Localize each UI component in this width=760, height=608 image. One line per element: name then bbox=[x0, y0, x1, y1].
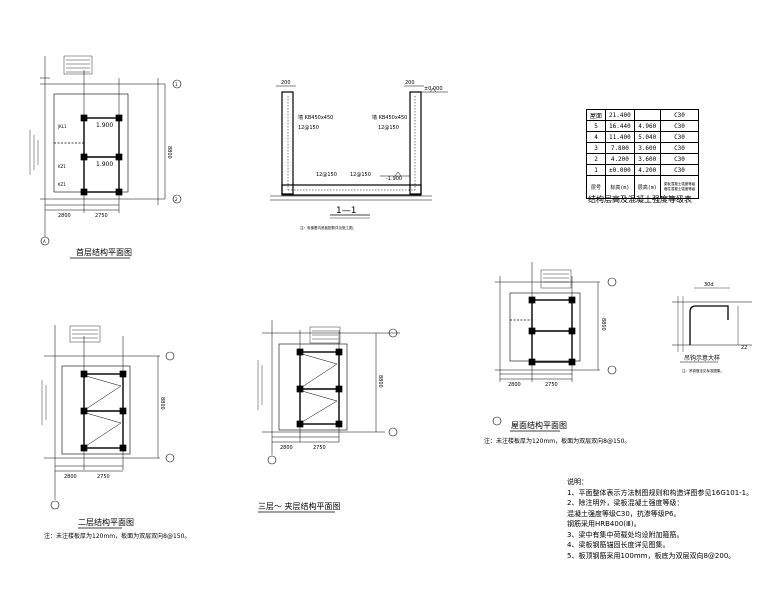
second-floor-plan bbox=[41, 325, 175, 529]
first-plan-label-2: KZ1 bbox=[58, 164, 66, 169]
levels-table-cell: C30 bbox=[659, 120, 700, 132]
note-item: 钢筋采用HRB400(Ⅲ)。 bbox=[567, 520, 641, 528]
levels-table-header-text: 墙柱混凝土强度等级 bbox=[663, 187, 696, 191]
first-plan-level-2: 1.900 bbox=[96, 161, 113, 168]
levels-table-cell: 2 bbox=[585, 153, 607, 165]
note-item: 2、除注明外，梁板混凝土强度等级： bbox=[567, 499, 684, 507]
first-plan-level-1: 1.900 bbox=[96, 122, 113, 129]
levels-table-cell: 4.960 bbox=[633, 120, 661, 132]
levels-table-cell: 3 bbox=[585, 142, 607, 154]
hook-detail bbox=[672, 287, 752, 363]
section-bottom-level: -1.900 bbox=[386, 176, 402, 182]
note-item: 5、板顶钢筋采用100mm，板底为双层双向8@200。 bbox=[567, 551, 736, 560]
third-plan-dim-2: 2750 bbox=[313, 445, 326, 451]
levels-table-cell: 4.200 bbox=[605, 153, 635, 165]
levels-table-cell: 16.440 bbox=[605, 120, 635, 132]
section-rebar-4: 12@150 bbox=[350, 172, 371, 178]
roof-plan bbox=[492, 262, 617, 432]
roof-plan-dim-2: 2750 bbox=[545, 382, 558, 388]
levels-table-cell: C30 bbox=[659, 164, 700, 176]
section-rebar-1: 12@150 bbox=[298, 125, 319, 131]
section-title: 1—1 bbox=[336, 206, 356, 216]
levels-table-cell: 1 bbox=[585, 164, 607, 176]
levels-table-cell: 5.040 bbox=[633, 131, 661, 143]
levels-table-header-cell: 层高(m) bbox=[633, 175, 661, 199]
section-rebar-2: 12@150 bbox=[378, 125, 399, 131]
first-plan-label-3: KZ1 bbox=[58, 182, 66, 187]
levels-table-header-cell: 层号 bbox=[585, 175, 607, 199]
levels-table-cell: 3.600 bbox=[633, 142, 661, 154]
second-plan-dim-1: 2800 bbox=[64, 474, 77, 480]
third-floor-plan bbox=[257, 320, 400, 513]
second-plan-note: 注：未注楼板厚为120mm，板面为双层双向8@150。 bbox=[44, 532, 190, 540]
section-top-level: ±0.000 bbox=[424, 86, 443, 92]
roof-plan-dim-side: 8800 bbox=[600, 318, 606, 331]
note-item: 混凝土强度等级C30，抗渗等级P6。 bbox=[567, 509, 681, 518]
section-wall-left: 墙 KB450x450 bbox=[298, 114, 333, 121]
third-plan-title: 三层～ 夹层结构平面图 bbox=[258, 501, 341, 511]
levels-table-cell: C30 bbox=[659, 109, 700, 121]
levels-table-cell: 21.400 bbox=[605, 109, 635, 121]
section-wall-right: 墙 KB450x450 bbox=[372, 114, 407, 121]
third-plan-dim-side: 8800 bbox=[377, 375, 383, 388]
second-plan-title: 二层结构平面图 bbox=[78, 517, 134, 527]
notes-heading: 说明： bbox=[567, 478, 588, 486]
levels-table-cell: 11.400 bbox=[605, 131, 635, 143]
hook-dim-top: 30d bbox=[704, 282, 714, 288]
first-floor-plan bbox=[29, 55, 182, 259]
first-plan-title: 首层结构平面图 bbox=[76, 247, 132, 257]
roof-plan-note: 注：未注楼板厚为120mm，板面为双层双向8@150。 bbox=[484, 437, 630, 445]
levels-table-header-text: 梁板混凝土强度等级 bbox=[663, 182, 696, 186]
levels-table-cell: C30 bbox=[659, 131, 700, 143]
note-item: 1、平面整体表示方法制图规则和构造详图参见16G101-1。 bbox=[567, 488, 754, 497]
section-dim-right: 200 bbox=[405, 80, 415, 86]
second-plan-dim-side: 8800 bbox=[159, 397, 165, 410]
levels-table-cell: 7.800 bbox=[605, 142, 635, 154]
roof-plan-title: 屋面结构平面图 bbox=[511, 420, 567, 430]
levels-table-cell: 4.200 bbox=[633, 164, 661, 176]
section-1-1 bbox=[270, 85, 448, 219]
hook-note: 注：吊钩做法见标准图集。 bbox=[682, 368, 724, 373]
levels-table-cell: C30 bbox=[659, 153, 700, 165]
note-item: 3、梁中有集中荷载处均设附加箍筋。 bbox=[567, 530, 684, 539]
section-rebar-3: 12@150 bbox=[316, 172, 337, 178]
levels-table-cell: C30 bbox=[659, 142, 700, 154]
hook-title: 吊钩示意大样 bbox=[684, 354, 720, 362]
first-plan-dim-2: 2750 bbox=[95, 213, 108, 219]
second-plan-dim-2: 2750 bbox=[97, 474, 110, 480]
levels-table-cell: ±0.000 bbox=[605, 164, 635, 176]
axis-label-2: 2 bbox=[175, 197, 178, 202]
section-note: 注：电梯基坑底板配筋详见施工图。 bbox=[300, 225, 356, 230]
levels-table-header: 层号标高(m)层高(m)梁板混凝土强度等级墙柱混凝土强度等级 bbox=[585, 175, 700, 199]
axis-label-a: A bbox=[43, 239, 46, 244]
levels-table-cell: 4 bbox=[585, 131, 607, 143]
hook-dim-side: 22 bbox=[741, 345, 747, 351]
levels-table-caption: 结构层高及混凝土强度等级表 bbox=[588, 195, 692, 204]
first-plan-dim-1: 2800 bbox=[58, 213, 71, 219]
general-notes: 说明： 1、平面整体表示方法制图规则和构造详图参见16G101-1。 2、除注明… bbox=[567, 477, 753, 561]
first-plan-dim-side: 8800 bbox=[166, 146, 172, 159]
roof-plan-dim-1: 2800 bbox=[508, 382, 521, 388]
third-plan-dim-1: 2800 bbox=[280, 445, 293, 451]
levels-table-cell bbox=[633, 109, 661, 121]
levels-table-cell: 5 bbox=[585, 120, 607, 132]
section-dim-left: 200 bbox=[281, 80, 291, 86]
axis-label-1: 1 bbox=[175, 82, 178, 87]
note-item: 4、梁板钢筋锚固长度详见图集。 bbox=[567, 541, 670, 549]
levels-table-cell: 3.600 bbox=[633, 153, 661, 165]
levels-table-header-cell: 梁板混凝土强度等级墙柱混凝土强度等级 bbox=[659, 175, 700, 199]
levels-table-cell: 屋面 bbox=[585, 109, 607, 121]
first-plan-label-1: JKL1 bbox=[57, 124, 67, 129]
